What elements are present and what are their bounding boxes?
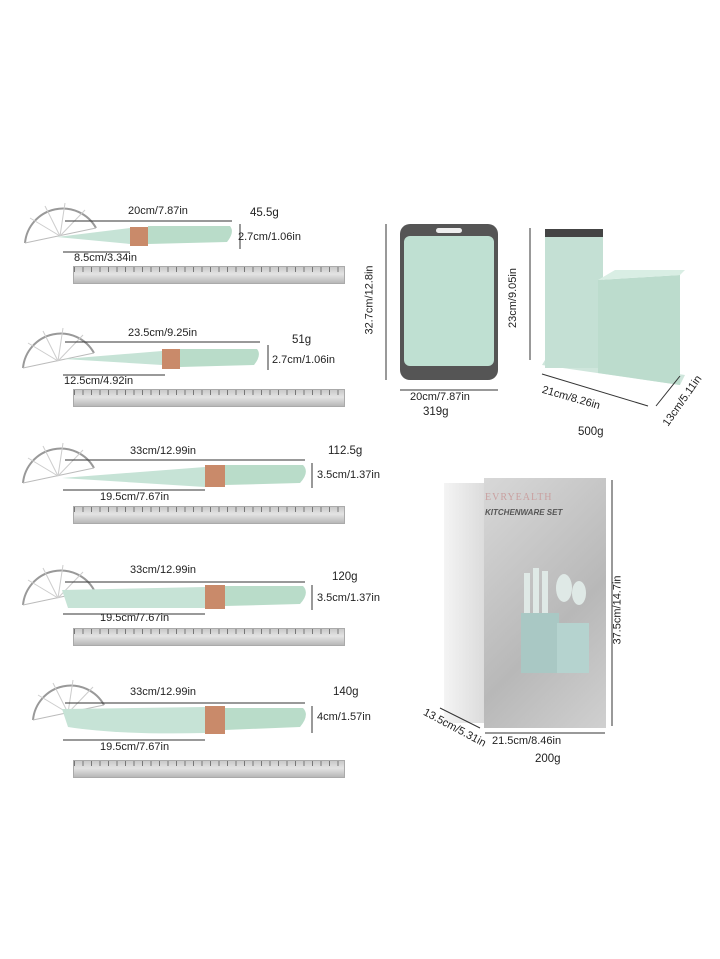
- gift-box-image: [444, 478, 606, 728]
- knife-height-label: 2.7cm/1.06in: [272, 354, 335, 366]
- ruler: [73, 506, 345, 524]
- dimension-lines: [529, 228, 681, 407]
- dimension-lines: [63, 702, 313, 741]
- board-height-label: 32.7cm/12.8in: [363, 265, 376, 335]
- dimension-lines: [385, 224, 498, 391]
- blade-length-label: 12.5cm/4.92in: [64, 375, 134, 387]
- knife-height-label: 4cm/1.57in: [317, 711, 371, 723]
- protractor-icon: [22, 442, 95, 484]
- knife-length-label: 33cm/12.99in: [130, 564, 197, 576]
- dimension-lines: [439, 480, 613, 734]
- protractor-icon: [22, 327, 95, 369]
- dimension-lines: [63, 220, 241, 253]
- protractor-icon: [24, 202, 97, 244]
- blade-length-label: 19.5cm/7.67in: [100, 741, 170, 753]
- blade-length-label: 19.5cm/7.67in: [100, 612, 170, 624]
- board-weight-label: 319g: [423, 406, 449, 418]
- knife-weight-label: 140g: [333, 686, 359, 698]
- knife-length-label: 33cm/12.99in: [130, 686, 197, 698]
- dimension-lines: [63, 581, 313, 615]
- knife-weight-label: 120g: [332, 571, 358, 583]
- knife-height-label: 3.5cm/1.37in: [317, 592, 380, 604]
- knife-5-image: [62, 706, 306, 734]
- dimension-lines: [63, 459, 313, 491]
- knife-weight-label: 45.5g: [250, 207, 279, 219]
- knife-weight-label: 51g: [292, 334, 312, 346]
- box-weight-label: 200g: [535, 753, 561, 765]
- knife-length-label: 23.5cm/9.25in: [128, 327, 198, 339]
- box-brand-text: EVRYEALTH: [485, 492, 553, 503]
- blade-length-label: 19.5cm/7.67in: [100, 491, 170, 503]
- knife-2-image: [64, 349, 259, 369]
- block-weight-label: 500g: [578, 426, 604, 438]
- knife-height-label: 3.5cm/1.37in: [317, 469, 380, 481]
- knife-height-label: 2.7cm/1.06in: [238, 231, 301, 243]
- knife-4-image: [62, 585, 306, 609]
- block-height-label: 23cm/9.05in: [506, 268, 519, 328]
- knife-3-image: [62, 465, 306, 487]
- blade-length-label: 8.5cm/3.34in: [74, 252, 137, 264]
- knife-block-image: [542, 229, 685, 385]
- box-title-text: KITCHENWARE SET: [485, 508, 563, 517]
- cutting-board-image: [400, 224, 498, 380]
- ruler: [73, 389, 345, 407]
- knife-length-label: 33cm/12.99in: [130, 445, 197, 457]
- box-height-label: 37.5cm/14.7in: [611, 575, 624, 645]
- knife-1-image: [57, 226, 232, 246]
- board-width-label: 20cm/7.87in: [410, 391, 470, 403]
- dimension-lines: [63, 341, 269, 376]
- box-width-label: 21.5cm/8.46in: [492, 735, 562, 747]
- ruler: [73, 628, 345, 646]
- knife-length-label: 20cm/7.87in: [128, 205, 188, 217]
- ruler: [73, 760, 345, 778]
- ruler: [73, 266, 345, 284]
- knife-weight-label: 112.5g: [328, 445, 363, 457]
